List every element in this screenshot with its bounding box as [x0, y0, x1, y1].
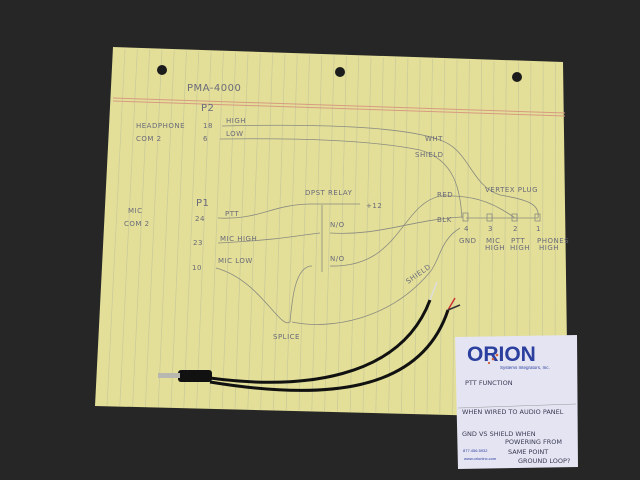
ruled-line — [298, 54, 310, 411]
ruled-line — [106, 48, 126, 407]
punch-hole — [157, 65, 167, 75]
label: MIC HIGH — [220, 235, 257, 243]
ruled-line — [119, 49, 138, 407]
card-heading: PTT FUNCTION — [465, 379, 513, 387]
label: PTT — [511, 237, 525, 245]
label: N/O — [330, 255, 345, 263]
label: GND — [459, 237, 477, 245]
punch-hole — [512, 72, 522, 82]
label: PTT — [225, 210, 239, 218]
ruled-line — [157, 50, 175, 408]
pin-number: 4 — [464, 225, 469, 233]
pin-number: 2 — [513, 225, 518, 233]
card-website: www.orioninc.com — [464, 456, 497, 461]
wire-label: RED — [437, 191, 453, 199]
ruled-line — [426, 58, 433, 414]
wire-label: BLK — [437, 216, 452, 224]
label: MIC — [486, 237, 501, 245]
ruled-line — [337, 56, 347, 412]
ruled-line — [375, 57, 384, 413]
label: N/O — [330, 221, 345, 229]
card-note: GROUND LOOP? — [518, 457, 570, 465]
ruled-line — [170, 50, 187, 408]
jack-tip — [158, 373, 180, 378]
label: HIGH — [226, 117, 246, 125]
brand-logo: ORION — [467, 343, 536, 366]
ruled-line — [247, 53, 261, 410]
pin-number: 10 — [192, 264, 202, 272]
label: COM 2 — [136, 135, 162, 143]
ruled-line — [209, 52, 224, 409]
label: MIC LOW — [218, 257, 253, 265]
card-phone: 877.456.5932 — [463, 448, 488, 453]
label: HEADPHONE — [136, 122, 185, 130]
business-card: ORION Systems Integrators, Inc. PTT FUNC… — [455, 335, 578, 469]
label: +12 — [366, 202, 382, 210]
ruled-line — [401, 58, 409, 413]
ruled-line — [273, 54, 286, 410]
wire-label: WHT — [425, 135, 443, 143]
label: HIGH — [510, 244, 530, 252]
diagram-title: PMA-4000 — [187, 83, 241, 94]
pin-number: 18 — [203, 122, 213, 130]
connector-label: P2 — [201, 103, 214, 114]
pin-number: 3 — [488, 225, 493, 233]
card-note: GND VS SHIELD WHEN — [462, 430, 536, 438]
ruled-line — [234, 52, 249, 410]
ruled-line — [439, 59, 446, 414]
ruled-line — [324, 55, 335, 412]
wire-label: SHIELD — [415, 151, 443, 159]
label: SPLICE — [273, 333, 300, 341]
label: VERTEX PLUG — [485, 186, 538, 194]
label: HIGH — [485, 244, 505, 252]
pin-number: 23 — [193, 239, 203, 247]
ruled-line — [362, 56, 372, 413]
ruled-line — [132, 49, 150, 407]
label: COM 2 — [124, 220, 150, 228]
wiring-diagram — [215, 124, 541, 325]
ruled-line — [183, 51, 200, 408]
label: LOW — [226, 130, 244, 138]
brand-tagline: Systems Integrators, Inc. — [500, 365, 550, 370]
audio-cable — [158, 281, 461, 392]
card-note: WHEN WIRED TO AUDIO PANEL — [462, 408, 564, 416]
ruled-line — [349, 56, 360, 412]
connector-label: P1 — [196, 198, 209, 209]
ruled-line — [145, 50, 163, 407]
label: PHONES — [537, 237, 569, 245]
card-note: SAME POINT — [508, 448, 548, 456]
card-note: POWERING FROM — [505, 438, 562, 446]
plug-body — [178, 370, 212, 382]
label: HIGH — [539, 244, 559, 252]
label: MIC — [128, 207, 143, 215]
ruled-line — [452, 59, 458, 415]
label: DPST RELAY — [305, 189, 353, 197]
pin-number: 24 — [195, 215, 205, 223]
ruled-line — [221, 52, 237, 409]
ruled-line — [196, 51, 212, 409]
ruled-line — [285, 54, 298, 411]
pin-number: 6 — [203, 135, 208, 143]
punch-hole — [335, 67, 345, 77]
ruled-line — [413, 58, 421, 414]
ruled-line — [260, 53, 273, 410]
pin-number: 1 — [536, 225, 541, 233]
legal-pad — [95, 47, 568, 418]
